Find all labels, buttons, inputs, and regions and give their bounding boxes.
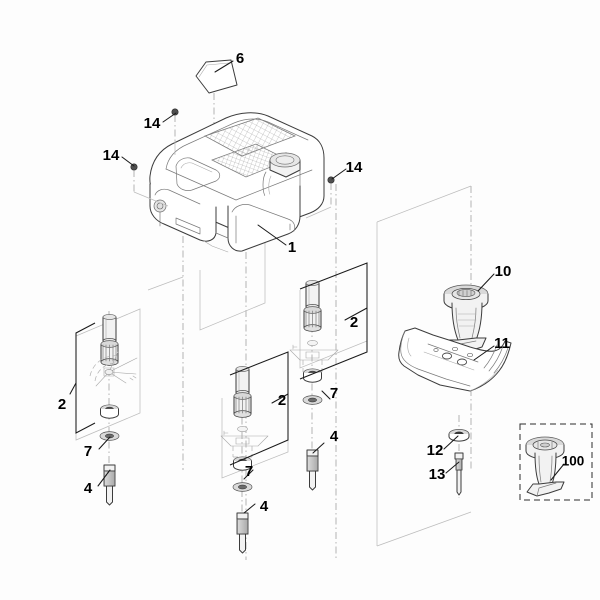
part-mower-blade xyxy=(398,327,512,392)
pulley-mid-lower xyxy=(233,392,252,418)
ghost-fan-mid-lower xyxy=(220,426,269,458)
callout-leaders xyxy=(121,60,565,481)
assembly-mid-upper xyxy=(289,262,368,491)
washer-mid-upper-inner xyxy=(303,368,322,383)
callout-6: 6 xyxy=(236,50,244,67)
part-blade-bolt xyxy=(454,452,464,496)
part-gasket-plate xyxy=(195,59,238,178)
bolt-mid-upper xyxy=(306,449,319,491)
callout-11: 11 xyxy=(494,335,510,352)
callout-100: 100 xyxy=(562,454,585,469)
washer-left-inner xyxy=(100,404,119,419)
part-blade-washer xyxy=(448,429,470,442)
washer-mid-lower xyxy=(232,482,253,492)
spacer-mid-upper xyxy=(305,280,320,310)
callout-1: 1 xyxy=(288,239,296,256)
optional-group-box xyxy=(519,423,593,501)
callout-10: 10 xyxy=(495,263,512,280)
callout-12: 12 xyxy=(427,442,444,459)
bolt-left xyxy=(103,464,116,506)
spacer-left xyxy=(102,314,117,344)
pulley-left xyxy=(100,340,119,366)
ghost-fan-left xyxy=(89,351,138,387)
pulley-mid-upper xyxy=(303,306,322,332)
callout-4c: 4 xyxy=(260,498,269,515)
callout-13: 13 xyxy=(429,466,446,483)
callout-7b: 7 xyxy=(330,385,338,402)
callout-2b: 2 xyxy=(350,314,358,331)
callout-4a: 4 xyxy=(84,480,93,497)
assembly-mid-lower xyxy=(220,351,289,554)
assembly-left xyxy=(69,314,138,506)
callout-14c: 14 xyxy=(346,159,363,176)
part-engine-assembly xyxy=(149,112,325,253)
ghost-fan-mid-upper xyxy=(289,340,339,373)
callout-labels: 6 14 14 14 1 2 7 4 2 7 4 2 7 4 10 11 12 … xyxy=(58,50,584,515)
callout-4b: 4 xyxy=(330,428,339,445)
callout-14a: 14 xyxy=(144,115,161,132)
callout-7a: 7 xyxy=(84,443,92,460)
adapter-hub xyxy=(525,436,565,497)
engine-grille-mesh xyxy=(204,117,297,178)
callout-2a: 2 xyxy=(58,396,66,413)
screw-upper-left xyxy=(171,108,179,155)
washer-left xyxy=(99,431,120,441)
callout-2c: 2 xyxy=(278,392,286,409)
callout-7c: 7 xyxy=(245,463,253,480)
spacer-mid-lower xyxy=(235,366,250,396)
callout-14b: 14 xyxy=(103,147,120,164)
group-blade-adapter-kit xyxy=(519,423,593,501)
washer-mid-lower-inner xyxy=(233,456,252,471)
washer-mid-upper xyxy=(302,395,323,405)
